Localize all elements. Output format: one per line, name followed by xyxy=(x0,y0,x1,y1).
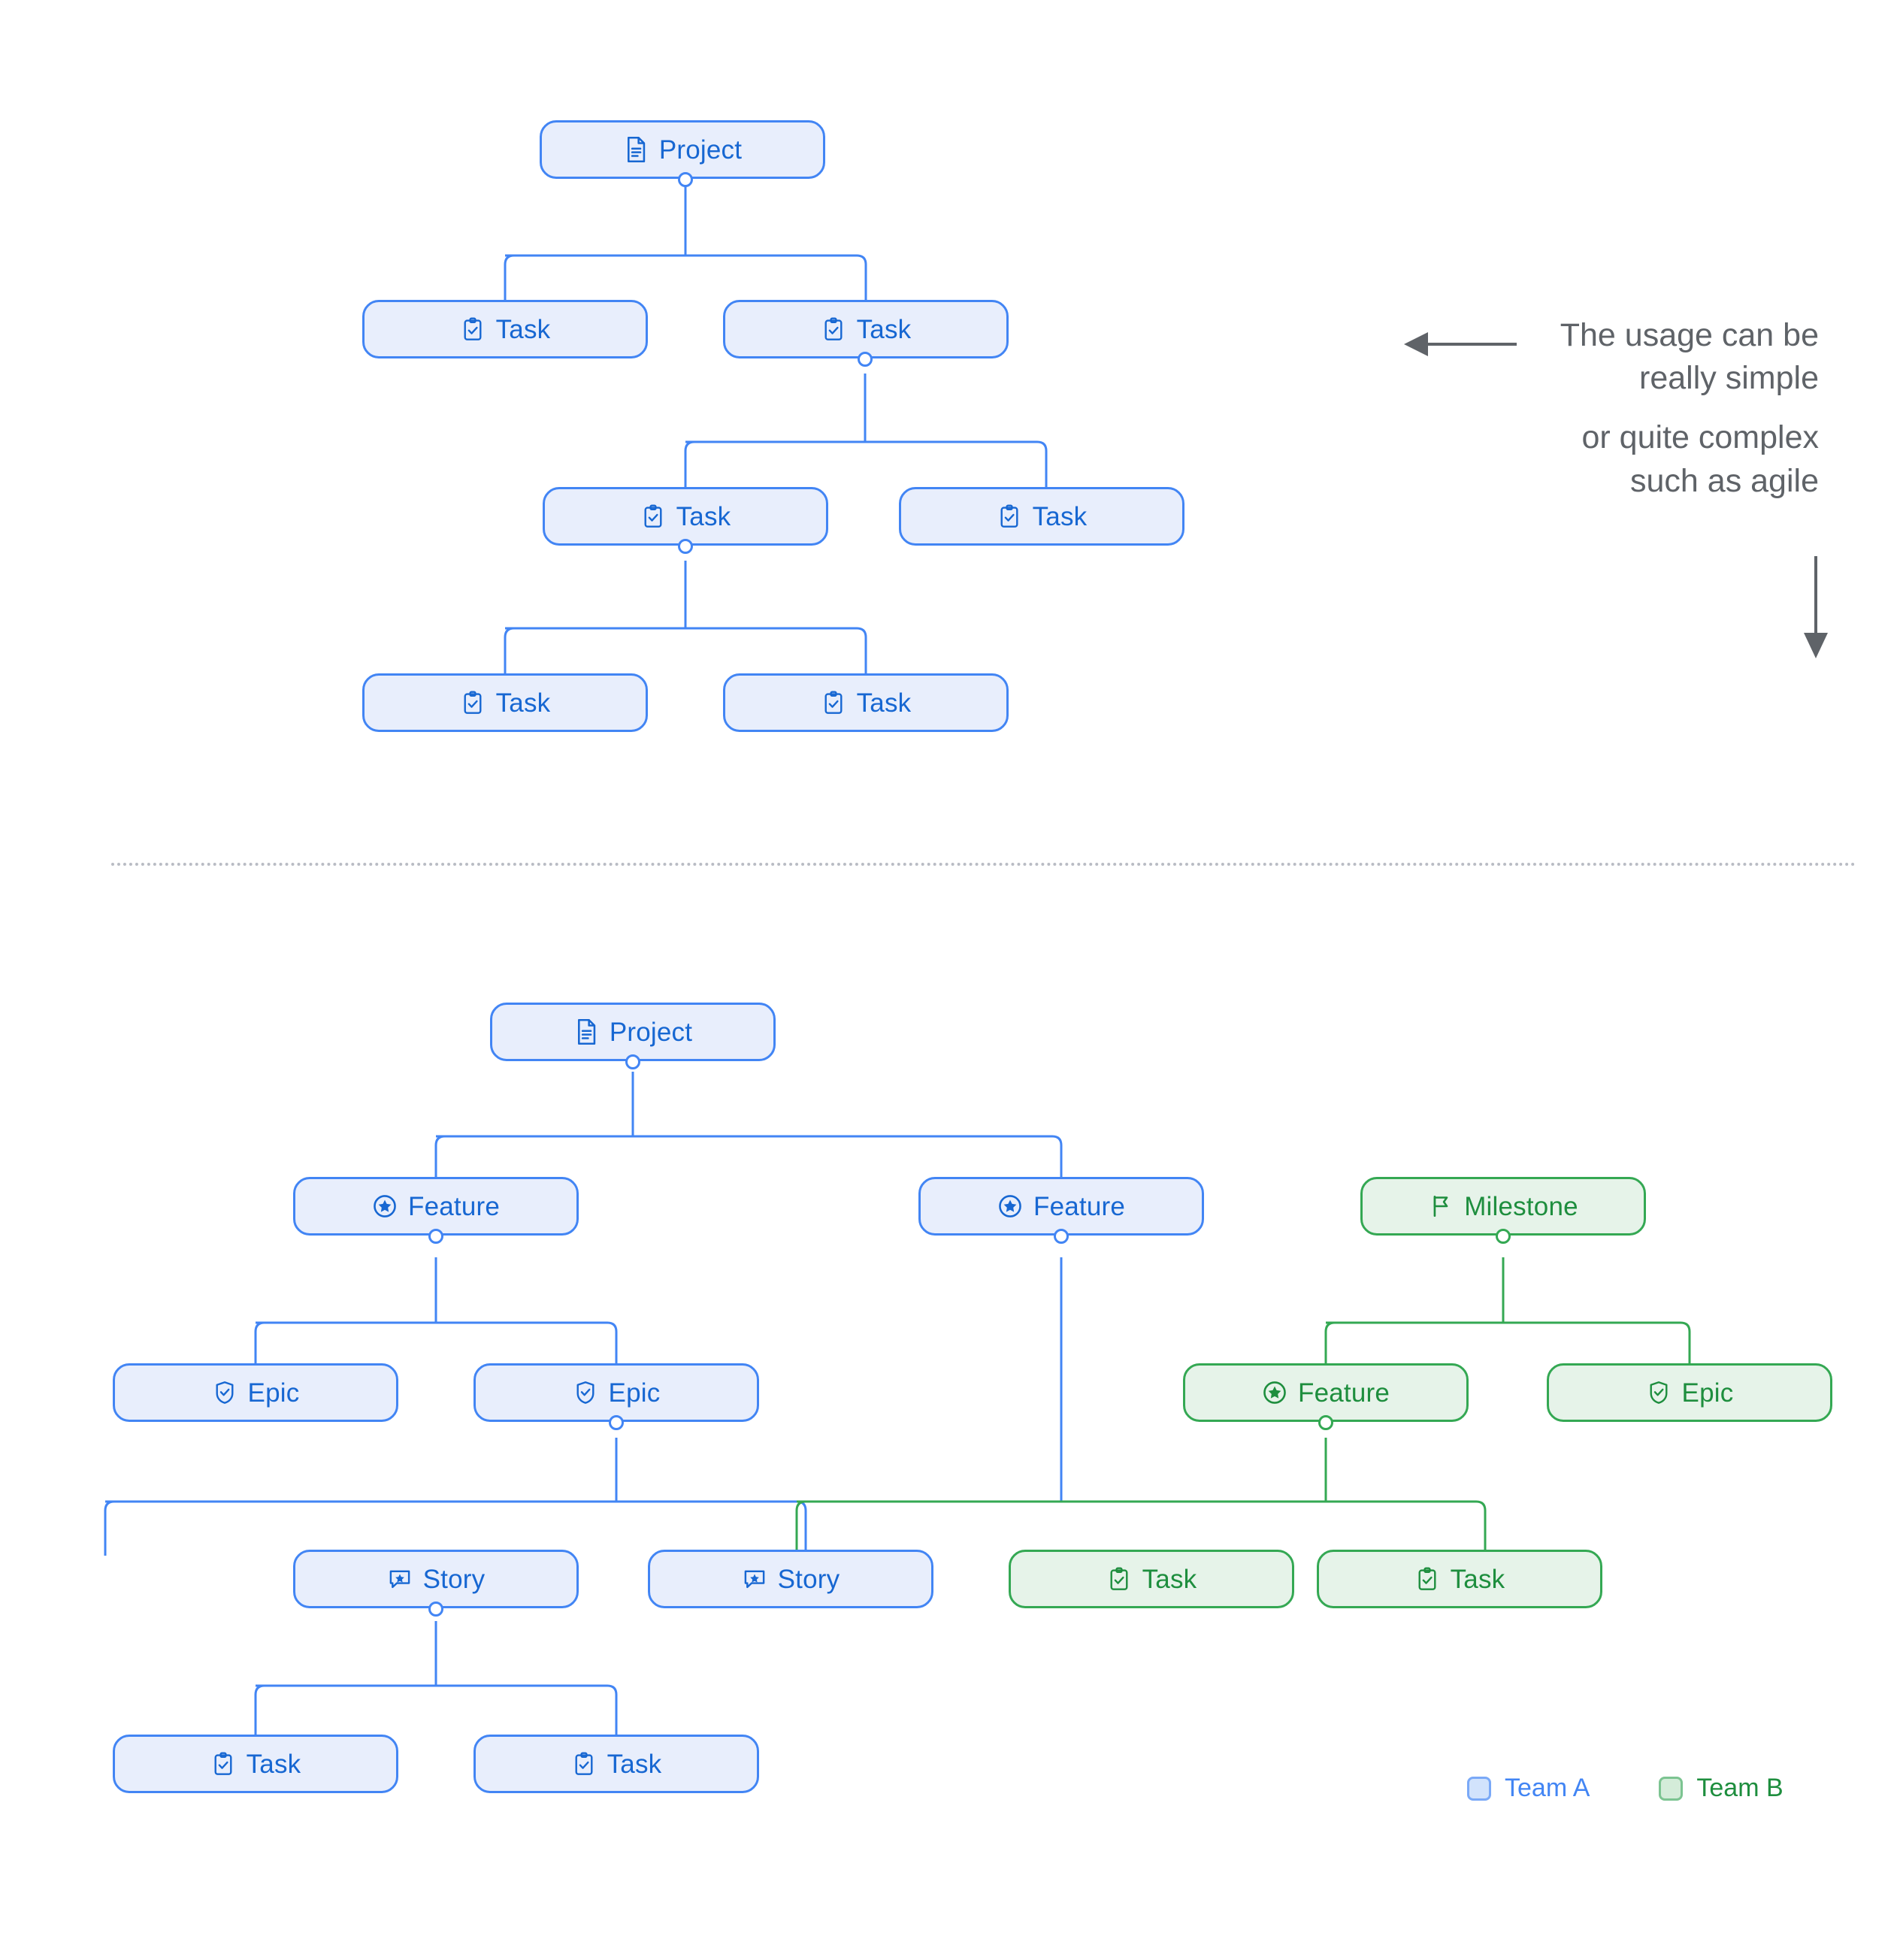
clipboard-check-icon xyxy=(460,316,486,342)
node-task[interactable]: Task xyxy=(1317,1550,1602,1608)
node-feature[interactable]: Feature xyxy=(1183,1363,1469,1422)
node-label: Task xyxy=(1450,1564,1505,1594)
node-label: Story xyxy=(422,1564,486,1594)
clipboard-check-icon xyxy=(997,504,1022,529)
node-label: Task xyxy=(495,314,551,344)
annotation-line: such as agile xyxy=(1630,462,1819,499)
node-label: Task xyxy=(246,1749,301,1779)
node-label: Task xyxy=(1032,501,1088,531)
annotation-line: The usage can be xyxy=(1560,317,1819,353)
star-circle-icon xyxy=(1262,1380,1287,1405)
node-milestone[interactable]: Milestone xyxy=(1360,1177,1646,1236)
node-task[interactable]: Task xyxy=(473,1735,759,1793)
clipboard-check-icon xyxy=(210,1751,236,1777)
node-task[interactable]: Task xyxy=(899,487,1184,546)
node-label: Story xyxy=(777,1564,840,1594)
node-epic[interactable]: Epic xyxy=(113,1363,398,1422)
connector-port xyxy=(428,1602,443,1617)
node-task[interactable]: Task xyxy=(362,673,648,732)
legend-label: Team B xyxy=(1696,1774,1783,1802)
annotation-text: The usage can be really simple or quite … xyxy=(1360,314,1819,503)
node-label: Task xyxy=(856,688,912,718)
clipboard-check-icon xyxy=(1414,1566,1440,1592)
node-label: Feature xyxy=(1033,1191,1126,1221)
clipboard-check-icon xyxy=(571,1751,597,1777)
legend-item-team-a: Team A xyxy=(1467,1774,1590,1803)
connector-port xyxy=(1496,1229,1511,1244)
legend-swatch-icon xyxy=(1659,1776,1684,1801)
clipboard-check-icon xyxy=(821,690,846,715)
legend-item-team-b: Team B xyxy=(1659,1774,1783,1803)
document-icon xyxy=(573,1019,599,1045)
node-task[interactable]: Task xyxy=(723,300,1009,358)
node-label: Feature xyxy=(1297,1378,1390,1408)
clipboard-check-icon xyxy=(640,504,666,529)
connector-port xyxy=(678,539,693,554)
arrow-left-icon xyxy=(1404,332,1517,356)
node-feature[interactable]: Feature xyxy=(918,1177,1204,1236)
connector-port xyxy=(678,172,693,187)
shield-check-icon xyxy=(573,1380,598,1405)
node-story[interactable]: Story xyxy=(293,1550,579,1608)
annotation-line: really simple xyxy=(1639,360,1819,397)
node-task[interactable]: Task xyxy=(723,673,1009,732)
node-epic[interactable]: Epic xyxy=(1547,1363,1832,1422)
connector-port xyxy=(609,1415,624,1430)
document-icon xyxy=(623,137,649,162)
node-task[interactable]: Task xyxy=(113,1735,398,1793)
shield-check-icon xyxy=(1646,1380,1672,1405)
arrow-down-icon xyxy=(1804,556,1828,658)
connector-port xyxy=(428,1229,443,1244)
node-label: Task xyxy=(676,501,731,531)
node-label: Task xyxy=(607,1749,662,1779)
node-label: Project xyxy=(609,1017,693,1047)
node-label: Task xyxy=(856,314,912,344)
node-epic[interactable]: Epic xyxy=(473,1363,759,1422)
star-circle-icon xyxy=(372,1193,398,1219)
node-label: Task xyxy=(1142,1564,1197,1594)
node-label: Project xyxy=(658,135,743,165)
clipboard-check-icon xyxy=(1106,1566,1132,1592)
node-label: Epic xyxy=(247,1378,300,1408)
section-divider xyxy=(111,863,1856,866)
connector-port xyxy=(625,1054,640,1069)
comment-star-icon xyxy=(742,1566,767,1592)
node-label: Epic xyxy=(1681,1378,1734,1408)
shield-check-icon xyxy=(212,1380,237,1405)
node-label: Task xyxy=(495,688,551,718)
node-label: Milestone xyxy=(1464,1191,1578,1221)
annotation-line: or quite complex xyxy=(1581,419,1820,456)
node-label: Feature xyxy=(407,1191,501,1221)
node-project[interactable]: Project xyxy=(540,120,825,179)
node-task[interactable]: Task xyxy=(543,487,828,546)
connector-port xyxy=(1318,1415,1333,1430)
comment-star-icon xyxy=(387,1566,413,1592)
node-project[interactable]: Project xyxy=(490,1003,776,1061)
node-task[interactable]: Task xyxy=(362,300,648,358)
legend: Team A Team B xyxy=(1467,1774,1783,1803)
connector-port xyxy=(858,352,873,367)
clipboard-check-icon xyxy=(821,316,846,342)
node-label: Epic xyxy=(608,1378,661,1408)
clipboard-check-icon xyxy=(460,690,486,715)
node-story[interactable]: Story xyxy=(648,1550,933,1608)
node-task[interactable]: Task xyxy=(1009,1550,1294,1608)
legend-label: Team A xyxy=(1505,1774,1590,1802)
node-feature[interactable]: Feature xyxy=(293,1177,579,1236)
star-circle-icon xyxy=(997,1193,1023,1219)
connector-port xyxy=(1054,1229,1069,1244)
legend-swatch-icon xyxy=(1467,1776,1491,1801)
flag-icon xyxy=(1428,1193,1454,1219)
